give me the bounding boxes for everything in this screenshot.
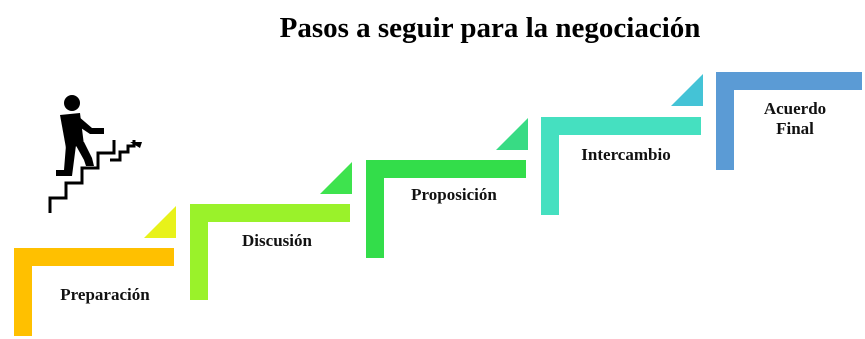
step-label-acuerdo-line-1: Acuerdo	[763, 99, 827, 118]
step-label-preparacion: Preparación	[60, 285, 150, 304]
person-climbing-stairs-icon	[48, 95, 142, 213]
step-block-3	[366, 160, 526, 258]
step-triangle-1	[144, 206, 176, 238]
step-label-discusion: Discusión	[242, 231, 312, 250]
step-block-1	[14, 248, 174, 336]
step-triangle-4	[671, 74, 703, 106]
step-label-intercambio: Intercambio	[581, 145, 671, 164]
step-label-acuerdo-line-2: Final	[776, 119, 814, 138]
step-triangle-2	[320, 162, 352, 194]
step-block-2	[190, 204, 350, 300]
page-title: Pasos a seguir para la negociación	[279, 12, 701, 44]
step-triangle-3	[496, 118, 528, 150]
step-label-acuerdo-final: Acuerdo Final	[748, 99, 842, 139]
step-label-proposicion: Proposición	[411, 185, 497, 204]
step-block-5	[716, 72, 862, 170]
step-block-4	[541, 117, 701, 215]
